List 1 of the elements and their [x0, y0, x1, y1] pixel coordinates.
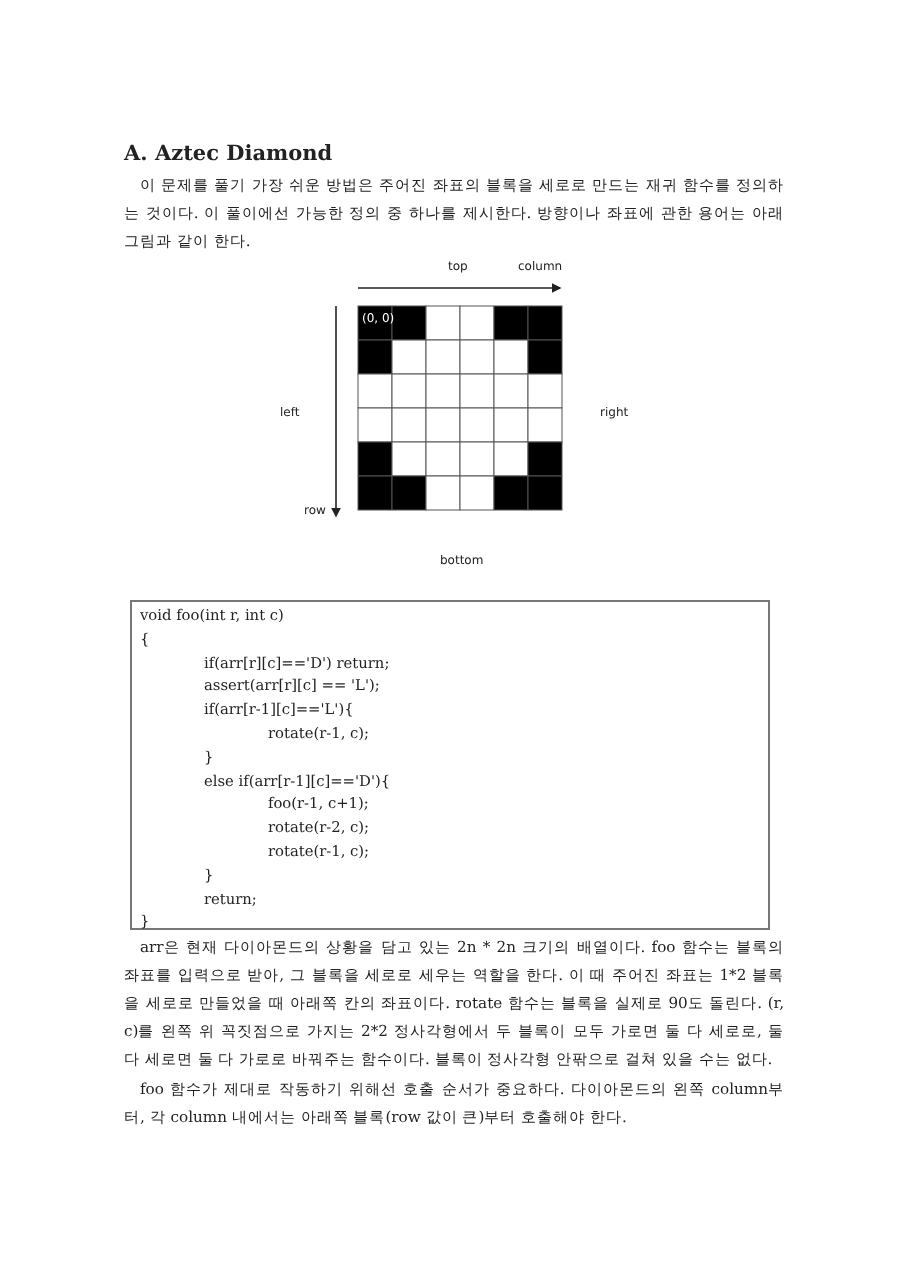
- section-heading: A. Aztec Diamond: [124, 142, 333, 166]
